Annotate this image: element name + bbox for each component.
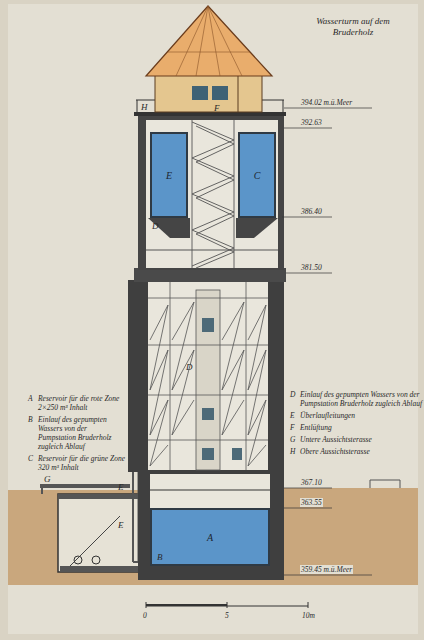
callout-letter: H — [141, 102, 148, 112]
shaft-walls — [128, 280, 284, 472]
callout-letter: D — [152, 221, 159, 231]
window — [202, 448, 214, 460]
legend-text: Untere Aussichtsterasse — [300, 435, 422, 444]
scale-bar — [146, 602, 308, 608]
legend-text: Einlauf des gepumpten Wassers von der Pu… — [300, 390, 422, 408]
window — [212, 86, 228, 100]
callout-letter: G — [44, 474, 51, 484]
tank-cone — [236, 218, 278, 238]
elevation-leaders — [282, 108, 372, 575]
elevation: 392.63 — [300, 118, 323, 127]
roof — [146, 6, 272, 76]
shaft-floors — [148, 282, 268, 470]
foundation — [138, 470, 284, 580]
elevation: 363.55 — [300, 498, 323, 507]
window — [202, 408, 214, 420]
window — [232, 448, 242, 460]
upper-terrace — [134, 112, 286, 116]
legend-text: Obere Aussichtsterasse — [300, 447, 422, 456]
elevation: 381.50 — [300, 263, 323, 272]
legend-text: Entlüftung — [300, 423, 422, 432]
window — [202, 318, 214, 332]
legend-letter: D — [290, 390, 295, 399]
callout-letter: B — [157, 552, 163, 562]
legend-letter: B — [28, 415, 33, 424]
callout-letter: F — [214, 103, 220, 113]
legend-text: Einlauf des gepumpten Wassers von der Pu… — [38, 415, 126, 451]
reservoir-tank: C — [238, 132, 276, 218]
upper-walls — [138, 115, 284, 270]
pump-room-roof — [58, 494, 140, 499]
legend-letter: C — [28, 454, 33, 463]
lower-terrace — [40, 484, 130, 488]
legend-letter: A — [28, 394, 33, 403]
reservoir-letter: C — [254, 170, 261, 181]
paper-sheet — [8, 4, 418, 634]
legend-text: Reservoir für die grüne Zone 320 m³ Inha… — [38, 454, 126, 472]
legend-letter: F — [290, 423, 295, 432]
legend-text: Überlaufleitungen — [300, 411, 422, 420]
legend-letter: E — [290, 411, 295, 420]
roof-rafters — [168, 6, 250, 76]
spiral-stair — [192, 120, 234, 268]
scale-number: 0 — [143, 611, 147, 620]
callout-letter: D — [186, 362, 193, 372]
pump — [74, 556, 82, 564]
elevation: 394.02 m.ü.Meer — [300, 98, 353, 107]
elevation: 359.45 m.ü.Meer — [300, 565, 353, 574]
legend-letter: G — [290, 435, 295, 444]
reservoir-tank: E — [150, 132, 188, 218]
legend-text: Reservoir für die rote Zone 2×250 m³ Inh… — [38, 394, 126, 412]
tank-cone — [148, 218, 190, 238]
callout-letter: E — [118, 520, 124, 530]
scale-number: 10m — [302, 611, 315, 620]
reservoir-tank: A — [150, 508, 270, 566]
pump-room-floor — [60, 566, 138, 572]
scale-number: 5 — [225, 611, 229, 620]
elevation: 386.40 — [300, 207, 323, 216]
central-column — [196, 290, 220, 470]
elevation: 367.10 — [300, 478, 323, 487]
pump-room-stair — [70, 516, 120, 566]
reservoir-letter: E — [166, 170, 172, 181]
callout-letter: E — [118, 482, 124, 492]
diagram-title: Wasserturm auf dem Bruderholz — [312, 16, 394, 38]
pump-room — [58, 494, 140, 572]
pump — [92, 556, 100, 564]
window — [192, 86, 208, 100]
shaft-interior — [148, 282, 268, 470]
lantern-room — [155, 74, 262, 112]
reservoir-letter: A — [207, 532, 213, 543]
legend-letter: H — [290, 447, 295, 456]
band — [134, 268, 286, 282]
